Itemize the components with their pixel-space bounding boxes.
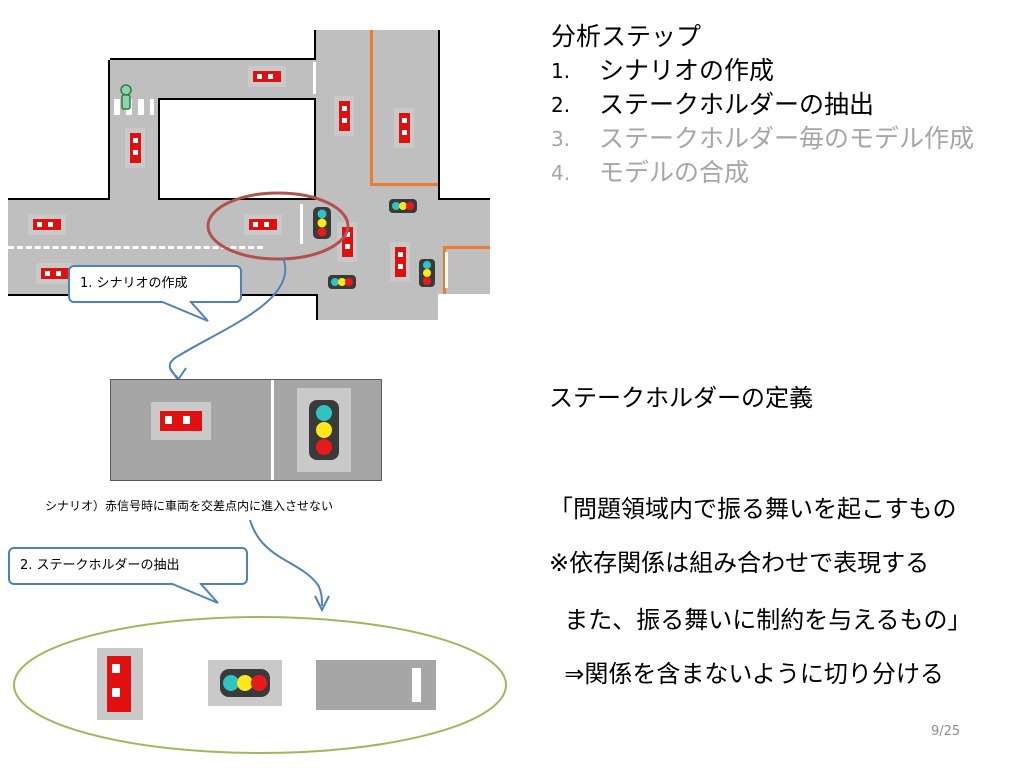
stop-line-right: [445, 252, 448, 288]
car-icon: [248, 66, 286, 87]
note-line: ⇒関係を含まないように切り分ける: [549, 660, 944, 688]
curb-left-vert: [108, 60, 110, 200]
callout-stakeholder-label: 2. ステークホルダーの抽出: [20, 558, 180, 573]
step-label: ステークホルダー毎のモデル作成: [599, 124, 975, 153]
analysis-steps: 分析ステップ 1. シナリオの作成 2. ステークホルダーの抽出 3. ステーク…: [551, 20, 974, 190]
orange-line-right-horz: [443, 246, 490, 249]
traffic-light-icon: [208, 660, 282, 706]
page-number: 9/25: [931, 724, 961, 739]
stakeholder-ellipse: [13, 616, 507, 754]
car-icon: [28, 214, 66, 235]
step-item: 2. ステークホルダーの抽出: [551, 88, 974, 122]
note-line: ※依存関係は組み合わせで表現する: [549, 549, 930, 577]
traffic-light-icon: [389, 199, 417, 213]
step-item: 4. モデルの合成: [551, 156, 974, 190]
block-white: [158, 98, 316, 200]
step-number: 4.: [551, 161, 571, 185]
definition-line: 「問題領域内で振る舞いを起こすもの: [549, 495, 957, 523]
traffic-light-icon: [328, 275, 356, 289]
scenario-panel: [110, 379, 382, 481]
step-number: 1.: [551, 59, 571, 83]
curb-right-horz: [438, 198, 490, 200]
pedestrian-signal-icon: [120, 84, 132, 110]
car-icon: [36, 263, 74, 284]
callout-scenario: 1. シナリオの作成: [68, 265, 242, 303]
stop-line-icon: [412, 668, 421, 702]
definition-block: ステークホルダーの定義 「問題領域内で振る舞いを起こすもの また、振る舞いに制約…: [549, 306, 972, 676]
curb-right-vert: [438, 30, 440, 200]
analysis-title: 分析ステップ: [551, 22, 702, 51]
focus-ellipse: [168, 191, 350, 613]
callout-stakeholder: 2. ステークホルダーの抽出: [8, 547, 248, 585]
note-block: ※依存関係は組み合わせで表現する ⇒関係を含まないように切り分ける: [549, 471, 944, 730]
step-number: 3.: [551, 127, 571, 151]
stop-line-top: [313, 62, 316, 94]
callout-stakeholder-tail: [169, 583, 219, 604]
curb-top-horz: [110, 58, 316, 60]
orange-line-vert: [370, 30, 373, 185]
car-icon: [334, 96, 354, 136]
car-icon: [125, 128, 145, 168]
step-label: モデルの合成: [599, 158, 750, 187]
orange-line-horz: [370, 183, 438, 186]
stop-line-main: [300, 204, 303, 244]
definition-title: ステークホルダーの定義: [549, 384, 813, 412]
curb-top-vert: [314, 30, 316, 60]
traffic-light-icon: [313, 207, 331, 239]
traffic-light-icon: [419, 259, 435, 287]
callout-scenario-label: 1. シナリオの作成: [80, 276, 188, 291]
car-icon: [390, 242, 410, 282]
traffic-light-icon: [297, 388, 351, 472]
step-label: ステークホルダーの抽出: [599, 90, 875, 119]
car-icon: [244, 214, 282, 235]
car-icon: [394, 108, 414, 148]
stakeholder-stop-line: [316, 660, 436, 710]
orange-line-right-vert: [443, 246, 446, 294]
step-item: 1. シナリオの作成: [551, 54, 974, 88]
definition-line: また、振る舞いに制約を与えるもの」: [549, 606, 972, 634]
stakeholder-car: [97, 648, 143, 720]
stop-line-icon: [271, 380, 274, 480]
lane-dashes: [8, 246, 263, 249]
curb-top-left-horz: [8, 198, 110, 200]
step-number: 2.: [551, 93, 571, 117]
step-item: 3. ステークホルダー毎のモデル作成: [551, 122, 974, 156]
scenario-car: [151, 402, 211, 440]
scenario-caption: シナリオ）赤信号時に車両を交差点内に進入させない: [45, 499, 334, 513]
step-label: シナリオの作成: [599, 56, 775, 85]
callout-scenario-tail: [159, 301, 209, 322]
curb-bottom-vert: [316, 294, 318, 320]
